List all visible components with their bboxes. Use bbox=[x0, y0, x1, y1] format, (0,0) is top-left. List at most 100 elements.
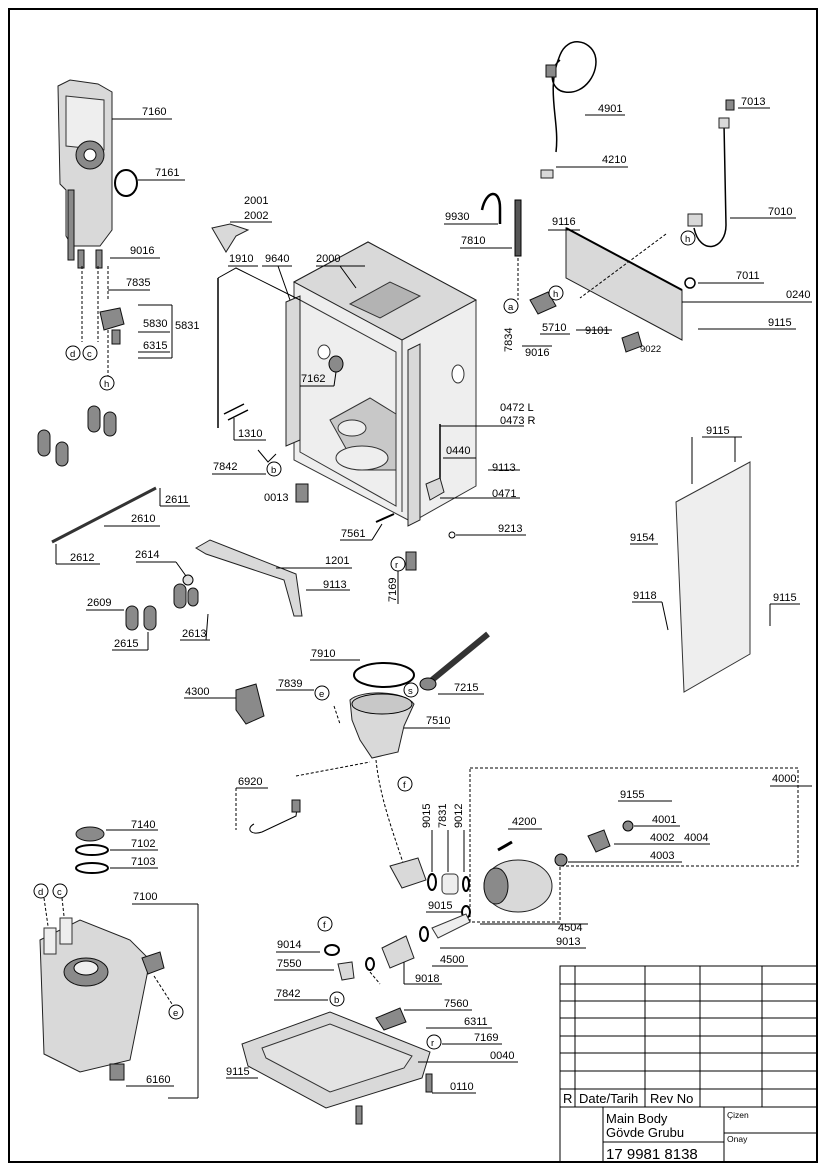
label-7834: 7834 bbox=[503, 328, 515, 352]
part-6160-drawing bbox=[109, 1063, 125, 1081]
label-6160: 6160 bbox=[146, 1074, 170, 1086]
label-9213: 9213 bbox=[498, 523, 522, 535]
title-block bbox=[559, 965, 818, 1163]
label-9018: 9018 bbox=[415, 973, 439, 985]
door-cable-2610-drawing bbox=[51, 486, 157, 544]
label-5710: 5710 bbox=[542, 322, 566, 334]
title-block-part-number: 17 9981 8138 bbox=[606, 1146, 698, 1163]
label-0013: 0013 bbox=[264, 492, 288, 504]
svg-text:e: e bbox=[173, 1008, 178, 1019]
label-0040: 0040 bbox=[490, 1050, 514, 1062]
callout-r-upper: r bbox=[390, 556, 406, 572]
label-9014: 9014 bbox=[277, 939, 301, 951]
label-9640: 9640 bbox=[265, 253, 289, 265]
label-4004: 4004 bbox=[684, 832, 708, 844]
label-4003: 4003 bbox=[650, 850, 674, 862]
cap-7140-drawing bbox=[75, 826, 105, 842]
svg-text:b: b bbox=[271, 465, 276, 476]
label-7835: 7835 bbox=[126, 277, 150, 289]
svg-text:h: h bbox=[685, 234, 690, 245]
svg-text:b: b bbox=[334, 995, 339, 1006]
label-7215: 7215 bbox=[454, 682, 478, 694]
label-0440: 0440 bbox=[446, 445, 470, 457]
label-7810: 7810 bbox=[461, 235, 485, 247]
label-7103: 7103 bbox=[131, 856, 155, 868]
label-9013: 9013 bbox=[556, 936, 580, 948]
label-4500: 4500 bbox=[440, 954, 464, 966]
label-9154: 9154 bbox=[630, 532, 654, 544]
label-6311: 6311 bbox=[464, 1016, 488, 1028]
title-block-rev-header: Rev No bbox=[650, 1091, 693, 1106]
title-block-title-tr: Gövde Grubu bbox=[606, 1125, 684, 1140]
connector-7835-drawing bbox=[99, 307, 125, 331]
clip-9930-drawing bbox=[480, 192, 502, 224]
callout-c-lower: c bbox=[52, 883, 68, 899]
svg-text:r: r bbox=[395, 560, 398, 571]
label-7011: 7011 bbox=[736, 270, 760, 282]
softener-7100-drawing bbox=[39, 919, 151, 1073]
label-1910: 1910 bbox=[229, 253, 253, 265]
title-block-date-header: Date/Tarih bbox=[579, 1091, 638, 1106]
spray-tube-drawing bbox=[430, 631, 490, 683]
label-7510: 7510 bbox=[426, 715, 450, 727]
label-2002: 2002 bbox=[244, 210, 268, 222]
svg-text:d: d bbox=[38, 887, 43, 898]
svg-text:s: s bbox=[408, 686, 413, 697]
label-7100: 7100 bbox=[133, 891, 157, 903]
label-4000: 4000 bbox=[772, 773, 796, 785]
svg-text:c: c bbox=[57, 887, 62, 898]
label-2611: 2611 bbox=[165, 494, 189, 506]
label-5831: 5831 bbox=[175, 320, 199, 332]
side-panel-drawing bbox=[675, 461, 751, 693]
rail-1201-drawing bbox=[195, 539, 303, 617]
foot-0013-drawing bbox=[295, 483, 309, 503]
callout-h-top: h bbox=[99, 375, 115, 391]
label-9015-vert: 9015 bbox=[421, 804, 433, 828]
title-block-drawn-by: Çizen bbox=[727, 1110, 749, 1120]
label-7910: 7910 bbox=[311, 648, 335, 660]
svg-text:c: c bbox=[87, 349, 92, 360]
label-4200: 4200 bbox=[512, 816, 536, 828]
label-9115-base: 9115 bbox=[226, 1066, 250, 1078]
label-4001: 4001 bbox=[652, 814, 676, 826]
gasket-7910-drawing bbox=[353, 662, 415, 688]
svg-text:e: e bbox=[319, 689, 324, 700]
callout-f-upper: f bbox=[397, 776, 413, 792]
part-4300-drawing bbox=[235, 683, 265, 725]
label-9115-right: 9115 bbox=[768, 317, 792, 329]
title-block-title-en: Main Body bbox=[606, 1111, 668, 1126]
inlet-hose-7010-drawing bbox=[693, 123, 727, 248]
rear-bracket-0240-drawing bbox=[565, 227, 683, 341]
callout-e-mid: e bbox=[314, 685, 330, 701]
label-9016-mid: 9016 bbox=[525, 347, 549, 359]
label-4901: 4901 bbox=[598, 103, 622, 115]
label-6315: 6315 bbox=[143, 340, 167, 352]
callout-d-lower: d bbox=[33, 883, 49, 899]
label-9930: 9930 bbox=[445, 211, 469, 223]
label-9012: 9012 bbox=[453, 804, 465, 828]
label-7013: 7013 bbox=[741, 96, 765, 108]
svg-text:d: d bbox=[70, 349, 75, 360]
callout-a: a bbox=[503, 298, 519, 314]
label-2614: 2614 bbox=[135, 549, 159, 561]
callout-f-lower: f bbox=[317, 916, 333, 932]
part-1310-drawing bbox=[223, 403, 249, 421]
label-9101: 9101 bbox=[585, 325, 609, 337]
svg-text:a: a bbox=[508, 302, 514, 313]
hose-7810-drawing bbox=[514, 199, 522, 257]
label-9016: 9016 bbox=[130, 245, 154, 257]
label-5830: 5830 bbox=[143, 318, 167, 330]
label-7102: 7102 bbox=[131, 838, 155, 850]
label-2613: 2613 bbox=[182, 628, 206, 640]
label-7842-lower: 7842 bbox=[276, 988, 300, 1000]
valve-5710-drawing bbox=[529, 291, 557, 315]
label-2612: 2612 bbox=[70, 552, 94, 564]
tub-frame-drawing bbox=[285, 241, 478, 527]
label-2610: 2610 bbox=[131, 513, 155, 525]
label-0110: 0110 bbox=[450, 1081, 474, 1093]
label-9115-panel-right: 9115 bbox=[773, 592, 797, 604]
svg-text:h: h bbox=[104, 379, 109, 390]
svg-text:f: f bbox=[403, 780, 406, 791]
label-2000: 2000 bbox=[316, 253, 340, 265]
label-1310: 1310 bbox=[238, 428, 262, 440]
